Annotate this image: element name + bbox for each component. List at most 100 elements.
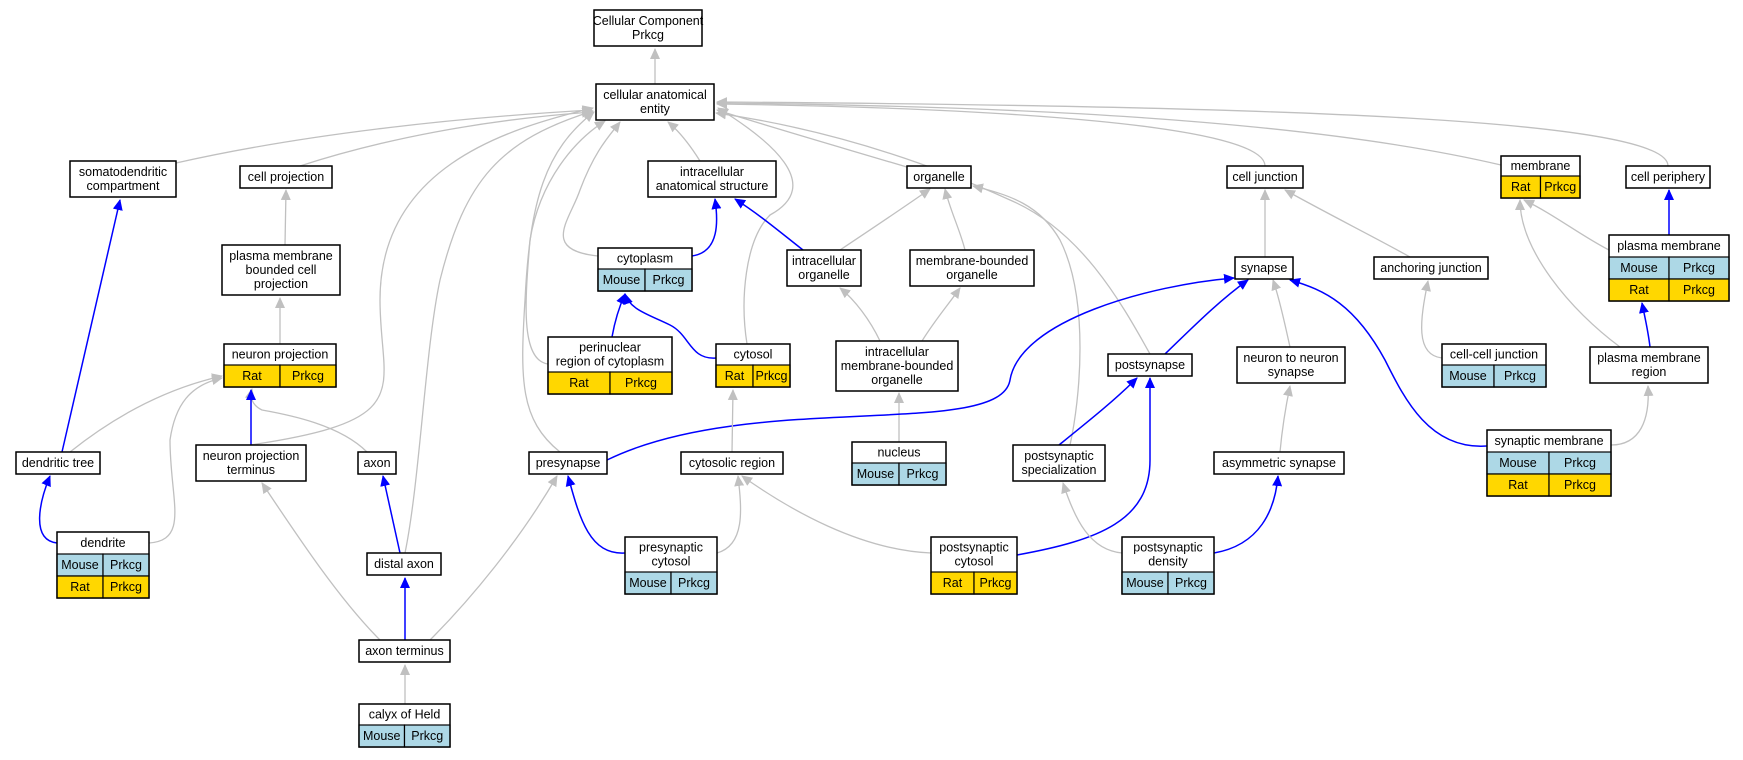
edge-cytosol-to-cytoplasm <box>623 293 717 359</box>
species-label: Rat <box>943 576 963 590</box>
node-presynapse[interactable]: presynapse <box>528 451 608 475</box>
edge-npterm-to-cae <box>249 105 594 446</box>
node-dendtree[interactable]: dendritic tree <box>15 451 101 475</box>
gene-label: Prkcg <box>1683 283 1715 297</box>
node-border <box>69 160 177 198</box>
node-border <box>1121 536 1215 595</box>
node-cytosolicregion[interactable]: cytosolic region <box>680 451 784 475</box>
node-label-line: calyx of Held <box>369 708 441 722</box>
node-border <box>195 444 307 482</box>
node-label-line: specialization <box>1021 463 1096 477</box>
node-border <box>56 531 150 599</box>
node-box <box>593 9 703 47</box>
node-organelle[interactable]: organelle <box>906 165 972 189</box>
node-border <box>597 247 693 292</box>
node-label-line: intracellular <box>680 165 744 179</box>
node-border <box>624 536 718 595</box>
edge-synmem-to-synapse <box>1289 277 1488 447</box>
node-label-line: bounded cell <box>246 263 317 277</box>
node-axon[interactable]: axon <box>357 451 397 475</box>
edge-presynapse-to-synapse <box>606 273 1235 461</box>
node-border <box>1213 451 1345 475</box>
node-axonterm[interactable]: axon terminus <box>358 639 451 663</box>
node-border <box>1608 234 1730 302</box>
node-label-line: organelle <box>871 373 922 387</box>
edge-pmbcp-to-cellproj <box>280 189 291 246</box>
edge-n2n-to-synapse <box>1271 279 1291 348</box>
node-label-line: membrane <box>1511 159 1571 173</box>
edge-presynapse-to-cae <box>522 111 595 453</box>
edge-dendrite-to-neuronproj <box>148 375 223 544</box>
edge-ccjunction-to-anchoring <box>1421 280 1443 359</box>
node-label-line: intracellular <box>865 345 929 359</box>
node-border <box>1500 155 1581 199</box>
node-border <box>851 441 947 486</box>
edge-cytosol-to-cae <box>717 107 794 345</box>
node-asymsyn[interactable]: asymmetric synapse <box>1213 451 1345 475</box>
edge-axonterm-to-presynapse <box>429 475 558 641</box>
edge-pmregion-to-membrane <box>1515 199 1621 348</box>
node-border <box>528 451 608 475</box>
node-border <box>358 639 451 663</box>
node-border <box>647 160 777 198</box>
node-synapse[interactable]: synapse <box>1234 256 1294 280</box>
edge-distalaxon-to-cae <box>404 109 594 554</box>
node-label-line: synaptic membrane <box>1494 434 1603 448</box>
node-label-line: Cellular Component <box>593 14 704 28</box>
node-box <box>221 244 341 296</box>
node-border <box>1226 165 1304 189</box>
node-distalaxon[interactable]: distal axon <box>366 552 442 576</box>
gene-label: Prkcg <box>653 273 685 287</box>
gene-label: Prkcg <box>980 576 1012 590</box>
node-label-line: dendritic tree <box>22 456 94 470</box>
node-label-line: Prkcg <box>632 28 664 42</box>
node-label-line: neuron projection <box>232 348 329 362</box>
edge-perinuclear-to-cytoplasm <box>611 293 626 338</box>
gene-label: Prkcg <box>110 558 142 572</box>
node-label-line: cell periphery <box>1631 170 1706 184</box>
node-border <box>786 249 862 287</box>
node-postsynapse[interactable]: postsynapse <box>1107 353 1193 377</box>
species-label: Mouse <box>857 467 895 481</box>
edge-ias-to-cae <box>667 121 701 162</box>
node-cellperiphery[interactable]: cell periphery <box>1625 165 1711 189</box>
node-label-line: intracellular <box>792 254 856 268</box>
node-label-line: cell junction <box>1232 170 1297 184</box>
node-cellproj[interactable]: cell projection <box>239 165 333 189</box>
edge-intraorg-to-ias <box>734 198 804 251</box>
node-border <box>909 249 1035 287</box>
node-label-line: entity <box>640 102 671 116</box>
node-label-line: terminus <box>227 463 275 477</box>
node-label-line: plasma membrane <box>1597 351 1701 365</box>
edge-postspec-to-organelle <box>972 183 1081 446</box>
node-anchoring[interactable]: anchoring junction <box>1373 256 1489 280</box>
node-celljunction[interactable]: cell junction <box>1226 165 1304 189</box>
